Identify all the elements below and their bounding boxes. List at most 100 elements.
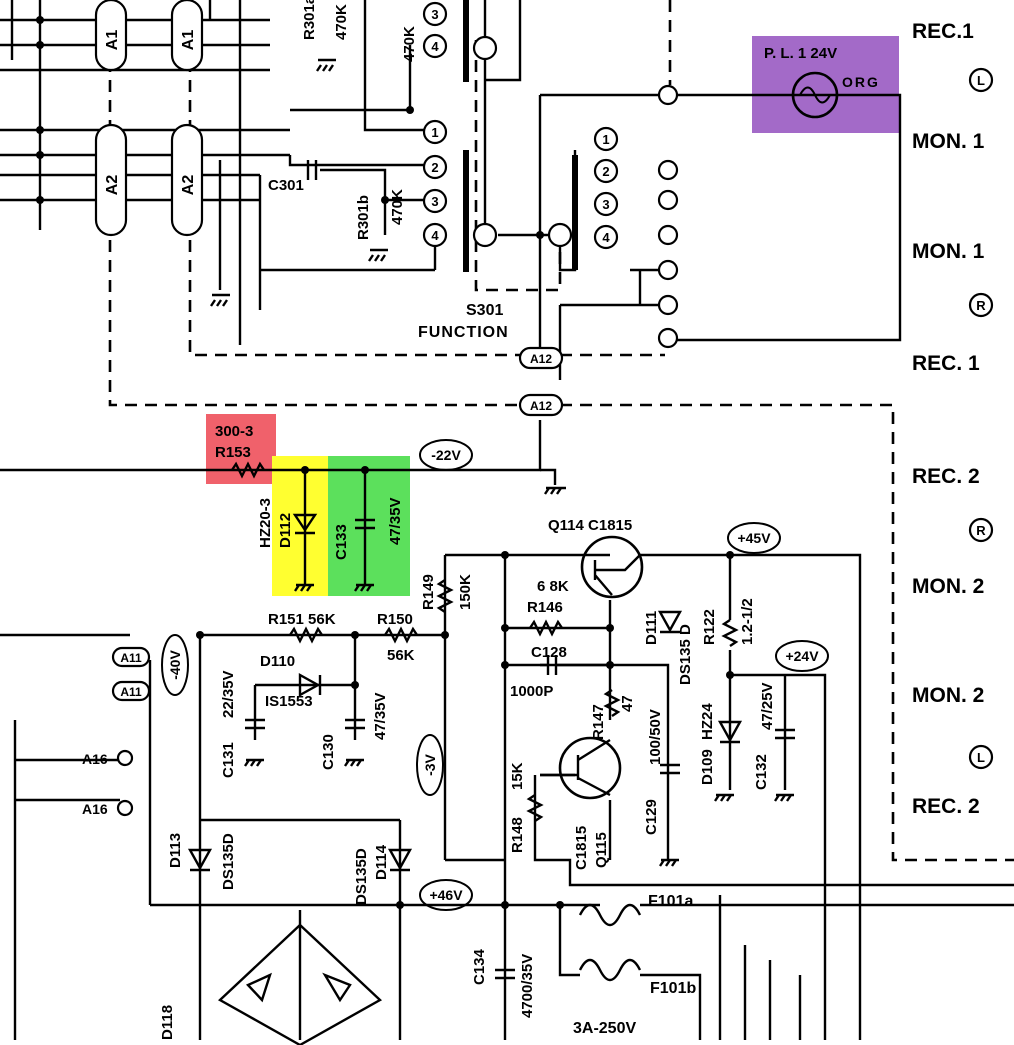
r301a-label: R301a xyxy=(301,0,318,40)
function-label: FUNCTION xyxy=(418,324,509,341)
switch-pivot-3 xyxy=(547,222,573,248)
switch-blade-2 xyxy=(463,150,469,272)
terminal-3-right: 3 xyxy=(602,197,609,212)
r149-value: 150K xyxy=(457,574,474,610)
c129-label: C129 xyxy=(643,799,660,835)
q115-symbol xyxy=(558,736,622,800)
terminal-3-mid: 3 xyxy=(431,194,438,209)
s301-label: S301 xyxy=(466,302,503,319)
c1815-label: C1815 xyxy=(573,826,590,870)
hz24-label: HZ24 xyxy=(699,703,716,740)
ds135d-b-label: DS135D xyxy=(220,833,237,890)
r153-label: R153 xyxy=(215,444,251,461)
r151-label: R151 56K xyxy=(268,611,336,628)
org-label: ORG xyxy=(842,74,880,90)
connector-a12-top: A12 xyxy=(530,352,552,366)
c301-label: C301 xyxy=(268,177,304,194)
r122-value: 1.2-1/2 xyxy=(739,598,756,645)
c133-value: 47/35V xyxy=(387,497,404,545)
f101a-label: F101a xyxy=(648,893,693,910)
is1553-label: IS1553 xyxy=(265,693,313,710)
fuse-rating-label: 3A-250V xyxy=(573,1020,636,1037)
capacitor-symbols xyxy=(245,160,795,980)
r153-code-label: 300-3 xyxy=(215,423,253,440)
d112-label: D112 xyxy=(277,513,294,548)
jack-r-bottom: R xyxy=(976,523,986,538)
r146-label: R146 xyxy=(527,599,563,616)
terminal-1-right: 1 xyxy=(602,132,609,147)
c132-label: C132 xyxy=(753,754,770,790)
diode-symbols xyxy=(187,513,743,1003)
r147-value: 47 xyxy=(619,695,636,712)
jack-rec2-bottom: REC. 2 xyxy=(912,795,980,818)
switch-pivot-2 xyxy=(472,222,498,248)
junction-dots xyxy=(36,16,734,909)
c131-label: C131 xyxy=(220,742,237,778)
pilot-lamp-symbol xyxy=(791,71,839,119)
switch-pivot-1 xyxy=(472,35,498,61)
c130-label: C130 xyxy=(320,734,337,770)
voltage-m22: -22V xyxy=(431,447,461,463)
connector-a12-bottom: A12 xyxy=(530,399,552,413)
r301a-value: 470K xyxy=(333,4,350,40)
connector-a1-left: A1 xyxy=(104,30,121,51)
d111-label: D111 xyxy=(643,611,660,645)
f101b-label: F101b xyxy=(650,980,696,997)
connector-a16-top: A16 xyxy=(82,751,108,767)
connector-a2-right: A2 xyxy=(180,175,197,196)
jack-mon2-b: MON. 2 xyxy=(912,684,984,707)
fuse-f101a xyxy=(578,903,642,927)
terminal-1-mid: 1 xyxy=(431,125,438,140)
connector-a1-right: A1 xyxy=(180,30,197,51)
pl1-label: P. L. 1 24V xyxy=(764,45,837,62)
c134-value: 4700/35V xyxy=(519,954,536,1018)
r146-value: 6 8K xyxy=(537,578,569,595)
r150-value: 56K xyxy=(387,647,415,664)
r148-value: 15K xyxy=(509,762,526,790)
switch-nodes xyxy=(657,84,679,349)
terminal-circles xyxy=(422,1,619,250)
d113-label: D113 xyxy=(167,833,184,868)
jack-mon2-a: MON. 2 xyxy=(912,575,984,598)
voltage-p24: +24V xyxy=(785,648,819,664)
d110-label: D110 xyxy=(260,653,295,670)
switch-blade-1 xyxy=(463,0,469,82)
r122-label: R122 xyxy=(701,609,718,645)
d114-label: D114 xyxy=(373,844,390,880)
c129-value: 100/50V xyxy=(647,709,664,765)
c131-value: 22/35V xyxy=(220,670,237,718)
r148-label: R148 xyxy=(509,817,526,853)
connector-a11-top: A11 xyxy=(120,651,142,665)
c133-label: C133 xyxy=(333,524,350,560)
connector-a16-bottom: A16 xyxy=(82,801,108,817)
c128-label: C128 xyxy=(531,644,567,661)
d118-label: D118 xyxy=(159,1005,176,1040)
ground-symbols xyxy=(210,58,794,867)
resistor-symbols xyxy=(231,461,739,822)
c134-label: C134 xyxy=(471,948,488,985)
r301-470k-label: 470K xyxy=(401,26,418,62)
connector-a11-bottom: A11 xyxy=(120,685,142,699)
r301b-value: 470K xyxy=(389,189,406,225)
hz20-label: HZ20-3 xyxy=(257,498,274,548)
q114-leads xyxy=(593,554,641,596)
jack-rec1-bottom: REC. 1 xyxy=(912,352,980,375)
r150-label: R150 xyxy=(377,611,413,628)
terminal-4-top: 4 xyxy=(431,39,439,54)
jack-l-top: L xyxy=(977,73,985,88)
d109-label: D109 xyxy=(699,749,716,785)
ds135d-c-label: DS135D xyxy=(353,848,370,905)
r301b-label: R301b xyxy=(355,195,372,240)
c130-value: 47/35V xyxy=(372,692,389,740)
terminal-2-right: 2 xyxy=(602,164,609,179)
terminal-2-mid: 2 xyxy=(431,160,438,175)
terminal-4-right: 4 xyxy=(602,230,610,245)
voltage-ovals xyxy=(161,439,829,911)
jack-mon1-a: MON. 1 xyxy=(912,130,985,153)
voltage-p45: +45V xyxy=(737,530,771,546)
q115-leads xyxy=(540,738,611,797)
ds135d-a-label: DS135 D xyxy=(677,624,694,685)
jack-mon1-b: MON. 1 xyxy=(912,240,985,263)
